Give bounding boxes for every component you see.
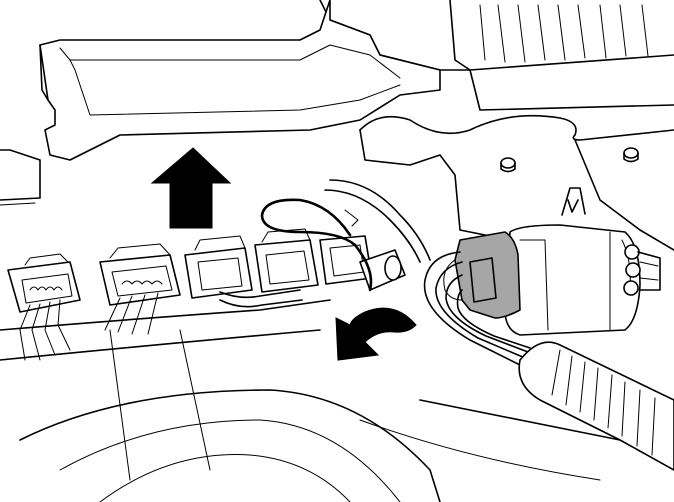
intake-manifold	[319, 0, 674, 251]
connector-latch	[454, 231, 521, 319]
harness-connector-1	[7, 253, 81, 361]
wire-bundle	[423, 251, 674, 471]
harness-connector-3	[184, 235, 303, 308]
main-connector	[443, 224, 661, 336]
curved-arrow-left-icon	[335, 307, 417, 361]
wire-loop	[260, 179, 431, 292]
harness-connector-2	[99, 243, 181, 335]
harness-connector-4	[254, 228, 319, 293]
connector-row	[7, 228, 406, 361]
engine-cover	[39, 0, 441, 161]
wire-sleeve	[518, 341, 674, 471]
arrow-up-icon	[150, 147, 232, 229]
